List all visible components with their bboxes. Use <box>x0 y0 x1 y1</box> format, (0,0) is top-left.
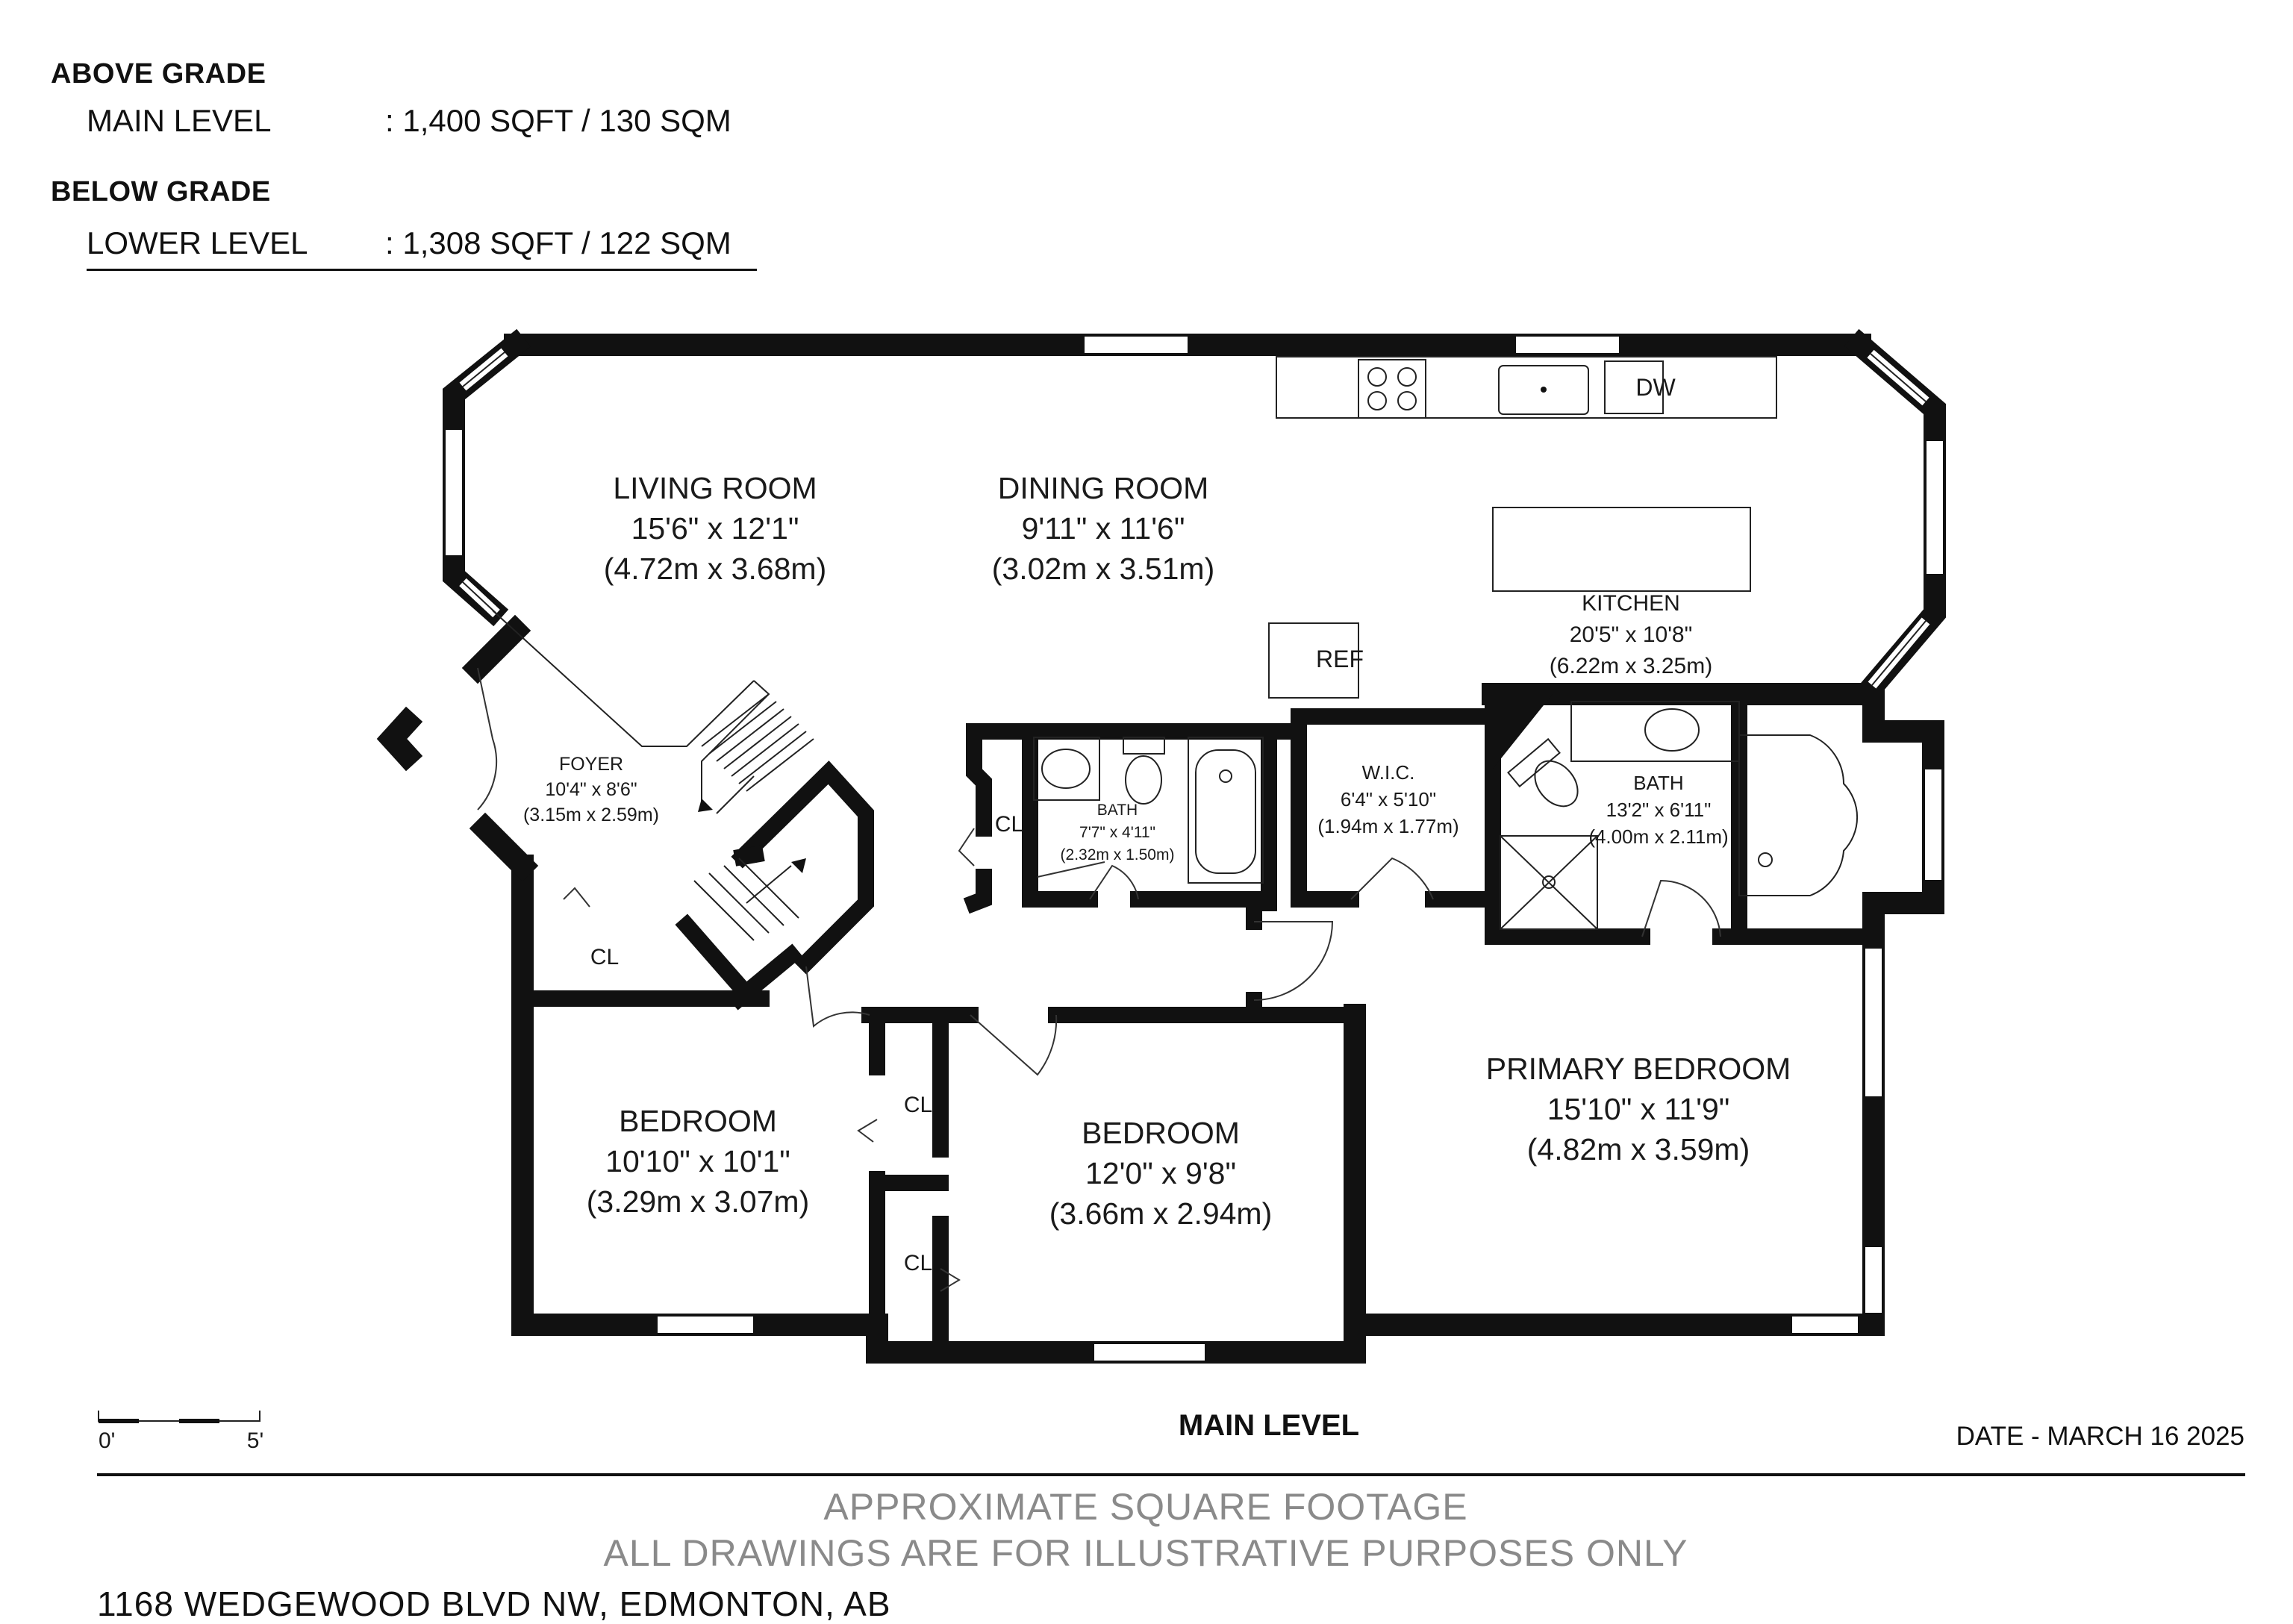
windows <box>444 335 1944 1362</box>
refrigerator-icon <box>1268 622 1359 699</box>
window-right-kitchen <box>1925 440 1944 575</box>
dining-room-imperial: 9'11" x 11'6" <box>1022 511 1185 546</box>
primary-bedroom-name: PRIMARY BEDROOM <box>1486 1052 1791 1086</box>
main-level-value: : 1,400 SQFT / 130 SQM <box>385 103 731 138</box>
kitchen-fixtures <box>1268 356 1777 699</box>
dishwasher-icon <box>1604 360 1664 414</box>
scale-bar: 0' 5' <box>98 1411 263 1453</box>
window-bedroom-left <box>656 1315 755 1334</box>
sink-ensuite-icon <box>1644 708 1700 752</box>
kitchen-metric: (6.22m x 3.25m) <box>1550 654 1712 678</box>
ensuite-bath-name: BATH <box>1633 772 1683 794</box>
bathtub-small-icon <box>1188 737 1264 884</box>
wic-imperial: 6'4" x 5'10" <box>1341 788 1436 811</box>
date-label: DATE - MARCH 16 2025 <box>1956 1422 2244 1451</box>
lower-level-value: : 1,308 SQFT / 122 SQM <box>385 225 731 260</box>
bath-fixtures <box>1033 701 1859 930</box>
lower-level-area-row: LOWER LEVEL : 1,308 SQFT / 122 SQM <box>87 225 758 263</box>
address: 1168 WEDGEWOOD BLVD NW, EDMONTON, AB <box>97 1584 891 1623</box>
door-swings <box>477 667 1721 1292</box>
kitchen-name: KITCHEN <box>1582 591 1680 616</box>
toilet-ensuite-icon <box>1534 760 1579 808</box>
bedroom-left-imperial: 10'10" x 10'1" <box>605 1144 790 1178</box>
kitchen-counter <box>1276 356 1777 419</box>
scale-start: 0' <box>99 1428 115 1453</box>
shower-icon <box>1500 835 1598 930</box>
ensuite-bath-imperial: 13'2" x 6'11" <box>1606 799 1712 821</box>
range-icon <box>1358 359 1426 419</box>
living-room-name: LIVING ROOM <box>613 471 817 505</box>
window-top-kitchen <box>1514 335 1620 355</box>
ref-label: REF <box>1316 646 1364 672</box>
small-bath-metric: (2.32m x 1.50m) <box>1061 846 1175 863</box>
closet-label-upper: CL <box>904 1093 932 1117</box>
sink-small-bath-icon <box>1041 749 1091 789</box>
disclaimer-line-2: ALL DRAWINGS ARE FOR ILLUSTRATIVE PURPOS… <box>603 1532 1688 1574</box>
vanity-small-bath <box>1033 737 1100 801</box>
primary-bedroom-imperial: 15'10" x 11'9" <box>1547 1092 1730 1126</box>
foyer-imperial: 10'4" x 8'6" <box>545 779 637 800</box>
vanity-ensuite <box>1570 701 1740 762</box>
bedroom-left-metric: (3.29m x 3.07m) <box>587 1184 810 1219</box>
ensuite-bath-metric: (4.00m x 2.11m) <box>1588 825 1728 848</box>
sink-icon <box>1498 365 1589 415</box>
soaker-tub-icon <box>1738 734 1859 896</box>
closet-label-lower: CL <box>904 1251 932 1275</box>
living-room-metric: (4.72m x 3.68m) <box>604 552 827 586</box>
window-bedroom-mid <box>1093 1343 1206 1362</box>
window-primary-lower <box>1864 1246 1883 1314</box>
footer-divider <box>97 1473 2245 1476</box>
disclaimer-line-1: APPROXIMATE SQUARE FOOTAGE <box>823 1486 1468 1528</box>
toilet-small-icon <box>1125 755 1162 805</box>
wic-name: W.I.C. <box>1362 761 1415 784</box>
bedroom-mid-name: BEDROOM <box>1082 1116 1240 1150</box>
living-room-imperial: 15'6" x 12'1" <box>631 511 799 546</box>
above-grade-title: ABOVE GRADE <box>51 58 266 90</box>
window-top-dining <box>1083 335 1189 355</box>
foyer-name: FOYER <box>559 754 623 775</box>
lower-level-label: LOWER LEVEL <box>87 225 308 260</box>
window-left-living <box>444 428 464 557</box>
window-primary-bottom <box>1791 1315 1859 1334</box>
closet-label-foyer: CL <box>590 945 619 969</box>
room-labels: LIVING ROOM 15'6" x 12'1" (4.72m x 3.68m… <box>523 374 1791 1275</box>
toilet-tank-small-icon <box>1123 737 1165 755</box>
below-grade-title: BELOW GRADE <box>51 176 271 207</box>
kitchen-imperial: 20'5" x 10'8" <box>1570 622 1693 647</box>
kitchen-island <box>1492 507 1751 592</box>
small-bath-imperial: 7'7" x 4'11" <box>1079 824 1155 841</box>
small-bath-name: BATH <box>1097 802 1138 819</box>
dining-room-metric: (3.02m x 3.51m) <box>992 552 1215 586</box>
level-title: MAIN LEVEL <box>1178 1409 1360 1442</box>
scale-end: 5' <box>247 1428 263 1453</box>
main-level-area-row: MAIN LEVEL : 1,400 SQFT / 130 SQM <box>87 103 773 140</box>
header-underline <box>87 269 757 271</box>
bedroom-mid-metric: (3.66m x 2.94m) <box>1049 1196 1273 1231</box>
wic-metric: (1.94m x 1.77m) <box>1317 815 1459 837</box>
main-level-label: MAIN LEVEL <box>87 103 272 138</box>
interior-walls <box>522 693 1882 1361</box>
dining-room-name: DINING ROOM <box>998 471 1208 505</box>
window-right-bath <box>1924 768 1943 881</box>
toilet-tank-ensuite-icon <box>1507 737 1561 788</box>
closet-label-bath: CL <box>995 812 1023 837</box>
foyer-metric: (3.15m x 2.59m) <box>523 805 659 825</box>
dw-label: DW <box>1635 374 1676 401</box>
bedroom-left-name: BEDROOM <box>619 1104 777 1138</box>
window-primary-upper <box>1864 947 1883 1098</box>
bedroom-mid-imperial: 12'0" x 9'8" <box>1085 1156 1236 1190</box>
staircase <box>492 610 814 941</box>
primary-bedroom-metric: (4.82m x 3.59m) <box>1527 1132 1750 1167</box>
